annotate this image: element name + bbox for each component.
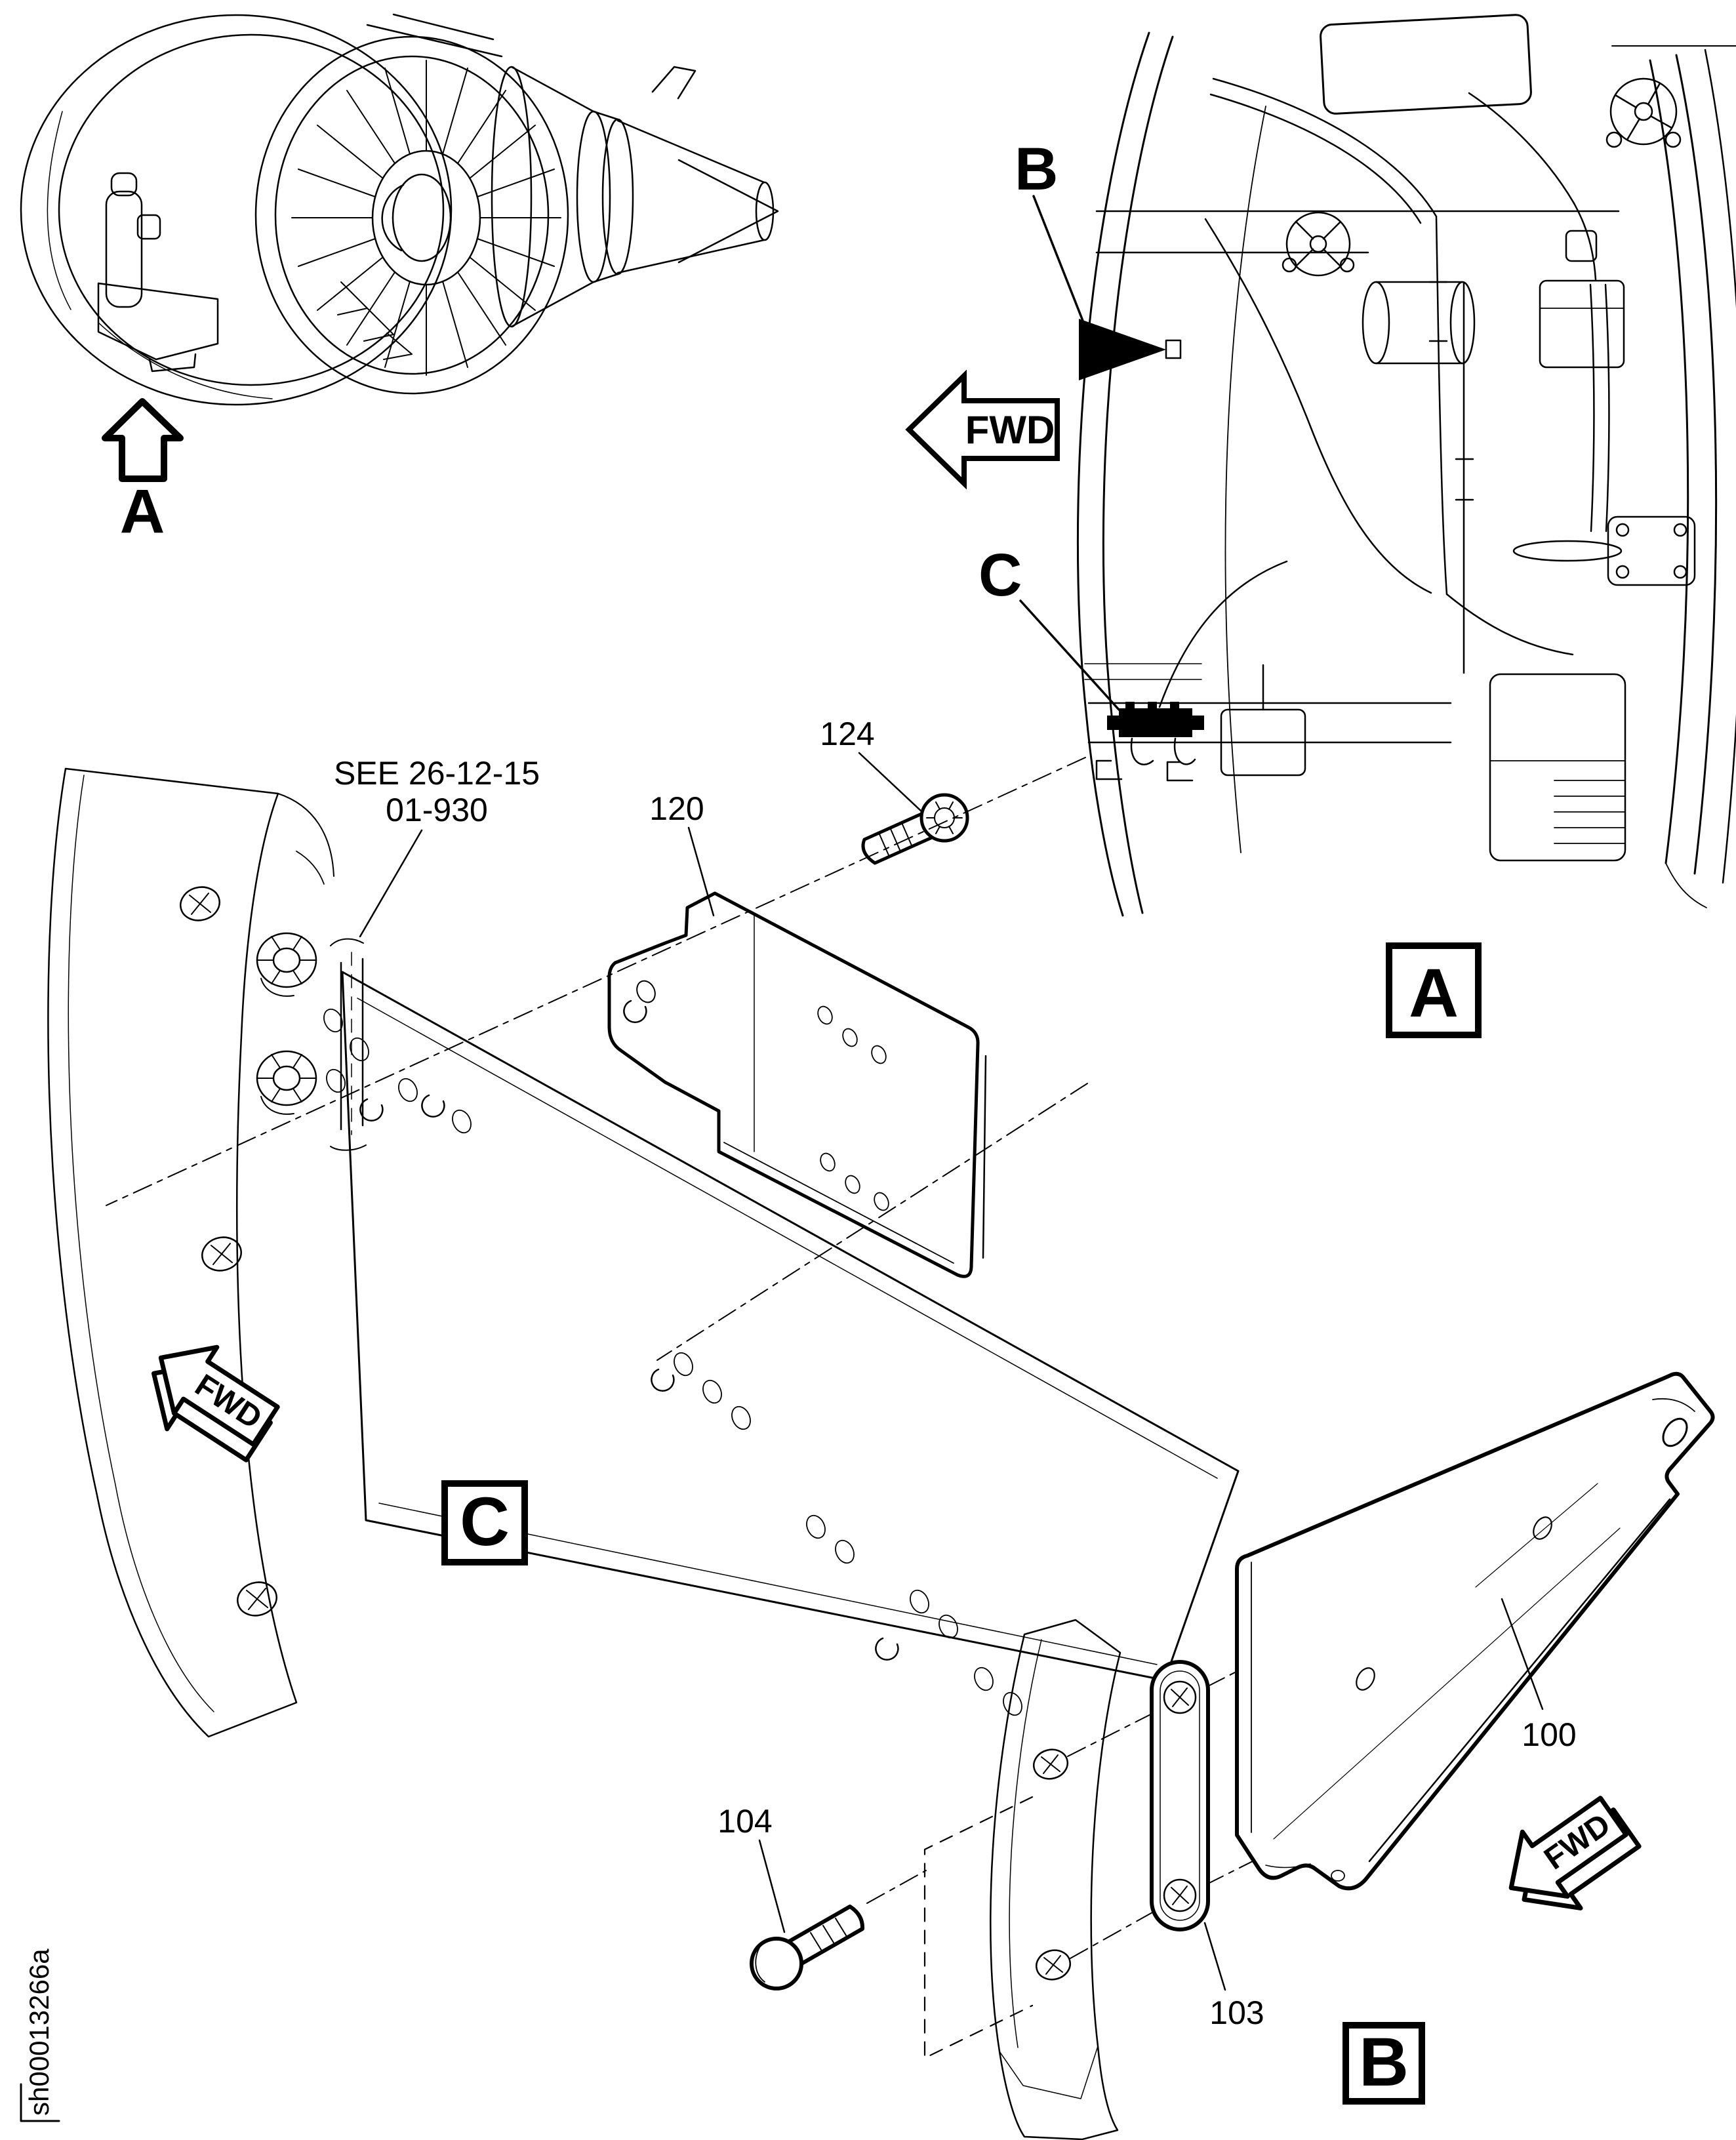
part-103-leader — [1203, 1922, 1226, 1991]
callout-c: C — [979, 542, 1204, 737]
phillips-screw-icon — [1035, 1949, 1072, 1981]
fan-tip-ring-inner — [274, 55, 550, 375]
callout-b-pointer-icon — [1079, 319, 1166, 380]
torx-fastener-icon — [256, 1050, 317, 1115]
torx-fastener-icon — [256, 932, 317, 997]
frame-label-a-text: A — [1409, 955, 1459, 1032]
footer-corner-bracket — [20, 2083, 60, 2122]
engine-front-view — [20, 13, 779, 406]
bolt-104-centerline — [866, 1870, 927, 1904]
part-label-120: 120 — [649, 790, 704, 827]
top-component — [1320, 14, 1532, 115]
retainer-clips — [359, 1094, 899, 1661]
part-label-104: 104 — [717, 1803, 772, 1840]
impeller-icon — [1282, 211, 1355, 277]
detail-b-exploded — [750, 1371, 1715, 2140]
skin-segment — [990, 1619, 1121, 2140]
bolt-104 — [750, 1905, 865, 1990]
fwd-arrow-detail-b: FWD — [1508, 1796, 1642, 1910]
callout-b-leader — [1032, 195, 1084, 322]
detail-c-exploded — [47, 757, 1240, 1738]
impeller-icon — [1605, 77, 1682, 148]
fwd-arrow-icon — [1508, 1796, 1628, 1899]
part-label-100: 100 — [1522, 1716, 1576, 1753]
part-label-103: 103 — [1209, 1994, 1264, 2031]
detail-c-annotations: SEE 26-12-15 01-930 120 124 — [334, 716, 923, 938]
phillips-screw-icon — [1163, 1878, 1197, 1912]
fwd-arrow-detail-c: FWD — [151, 1344, 280, 1463]
phantom-panel — [923, 1796, 1034, 2059]
part-124-leader — [858, 752, 923, 813]
see-reference-leader — [359, 829, 423, 938]
bracket-120 — [607, 891, 987, 1278]
callout-b: B — [1015, 136, 1182, 380]
see-reference-line1: SEE 26-12-15 — [334, 755, 540, 792]
callout-c-leader — [1019, 599, 1120, 711]
part-100-leader — [1501, 1598, 1544, 1710]
footer: sh00013266a — [20, 1948, 60, 2122]
frame-label-a: A — [1386, 942, 1482, 1038]
frame-label-b-text: B — [1359, 2024, 1409, 2101]
engine-accessory-unit — [97, 172, 219, 373]
fan-blades — [291, 60, 561, 376]
frame-label-b-box — [1342, 2022, 1425, 2105]
part-120-leader — [687, 826, 715, 917]
fuselage-frame — [47, 767, 367, 1738]
assembly-centerline — [656, 1083, 1088, 1361]
detail-a-pointer: A — [102, 398, 184, 546]
screw-centerline — [1205, 1859, 1256, 1886]
spinner — [392, 173, 452, 262]
engine-components — [1095, 230, 1696, 862]
fwd-arrow-top: FWD — [905, 369, 1060, 490]
intake-rim-inner — [58, 33, 445, 386]
assembly-centerline — [106, 757, 1086, 1206]
phillips-screw-icon — [201, 1236, 242, 1272]
piping — [1158, 77, 1610, 708]
rim-accent — [98, 322, 273, 399]
phillips-screw-icon — [237, 1581, 277, 1617]
part-104-leader — [758, 1839, 786, 1933]
bracket-100 — [1235, 1371, 1715, 1891]
plate-103 — [1150, 1660, 1210, 1931]
frame-label-c-box — [441, 1480, 528, 1565]
intake-rim-outer — [20, 14, 453, 406]
panel-holes — [323, 1008, 1022, 1716]
phillips-screw-icon — [1032, 1748, 1069, 1780]
fan-hub — [371, 150, 481, 286]
frame-label-c: C — [441, 1480, 528, 1565]
fwd-arrow-icon — [905, 369, 1060, 490]
fwd-arrow-icon — [158, 1344, 280, 1447]
frame-label-c-text: C — [460, 1484, 510, 1560]
see-reference-line2: 01-930 — [386, 792, 488, 828]
phillips-screw-icon — [180, 886, 220, 921]
frame-label-a-box — [1386, 942, 1482, 1038]
detail-a-label: A — [120, 477, 165, 546]
callout-c-label: C — [979, 542, 1022, 609]
spinner-cap — [381, 184, 405, 252]
skin-panel — [256, 932, 1240, 1716]
callout-c-pointer-icon — [1107, 702, 1204, 737]
callout-b-target — [1165, 339, 1182, 359]
callout-b-label: B — [1015, 136, 1058, 203]
detail-b-annotations: 100 103 104 — [717, 1598, 1577, 2031]
bracket-120-holes — [817, 1005, 889, 1211]
part-label-124: 124 — [820, 716, 874, 752]
up-arrow-icon — [102, 398, 184, 482]
frame-label-b: B — [1342, 2022, 1425, 2105]
rim-accent — [47, 111, 71, 310]
bolt-124 — [861, 793, 969, 865]
phillips-screw-icon — [1163, 1680, 1197, 1714]
fwd-arrow-label: FWD — [965, 408, 1055, 452]
fan-tip-ring-outer — [254, 35, 569, 395]
footer-sheet-code: sh00013266a — [24, 1948, 54, 2116]
engine-core-exhaust — [366, 13, 779, 328]
engine-section-view — [1076, 14, 1736, 917]
